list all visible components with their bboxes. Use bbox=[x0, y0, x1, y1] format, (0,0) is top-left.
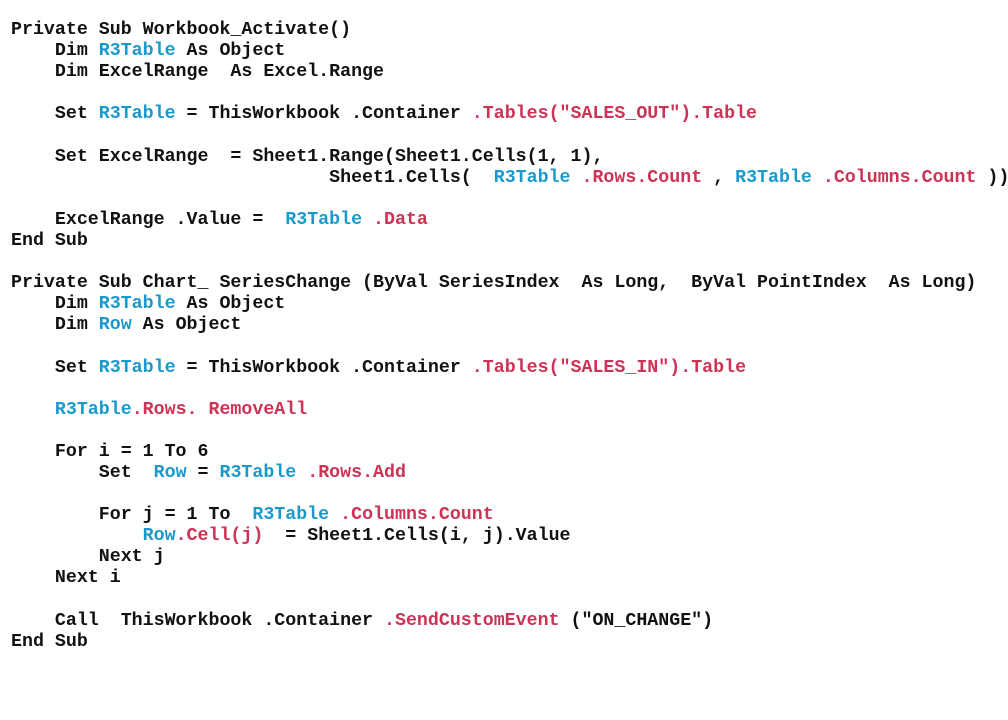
code-text: Call ThisWorkbook .Container bbox=[11, 610, 384, 631]
code-line: Set ExcelRange = Sheet1.Range(Sheet1.Cel… bbox=[11, 147, 1008, 168]
code-text: End Sub bbox=[11, 631, 88, 652]
code-line: Set R3Table = ThisWorkbook .Container .T… bbox=[11, 104, 1008, 125]
blank-line bbox=[11, 484, 1008, 505]
code-identifier: R3Table bbox=[252, 505, 330, 526]
code-line: Row.Cell(j) = Sheet1.Cells(i, j).Value bbox=[11, 526, 1008, 547]
code-line: ExcelRange .Value = R3Table .Data bbox=[11, 210, 1008, 231]
code-text: Set bbox=[11, 104, 99, 125]
code-line: R3Table.Rows. RemoveAll bbox=[11, 400, 1008, 421]
code-line: Set Row = R3Table .Rows.Add bbox=[11, 463, 1008, 484]
code-line: Dim R3Table As Object bbox=[11, 41, 1008, 62]
code-line: Call ThisWorkbook .Container .SendCustom… bbox=[11, 611, 1008, 632]
code-text: = ThisWorkbook .Container bbox=[175, 104, 472, 125]
code-identifier: R3Table bbox=[735, 167, 812, 188]
code-line: Sheet1.Cells( R3Table .Rows.Count , R3Ta… bbox=[11, 168, 1008, 189]
code-identifier: R3Table bbox=[98, 41, 176, 62]
code-member: .Tables("SALES_IN").Table bbox=[471, 357, 747, 378]
code-text bbox=[11, 526, 143, 546]
code-text: Set ExcelRange = Sheet1.Range(Sheet1.Cel… bbox=[11, 146, 604, 167]
code-line: For j = 1 To R3Table .Columns.Count bbox=[11, 505, 1008, 526]
code-line: Next i bbox=[11, 568, 1008, 589]
code-text: = Sheet1.Cells(i, j).Value bbox=[263, 526, 571, 547]
code-identifier: Row bbox=[98, 315, 132, 336]
code-member: .Cell(j) bbox=[175, 526, 264, 547]
code-line: End Sub bbox=[11, 632, 1008, 653]
code-identifier: Row bbox=[153, 462, 187, 483]
code-text: As Object bbox=[175, 294, 286, 315]
code-text: Set bbox=[11, 357, 99, 378]
code-line: Next j bbox=[11, 547, 1008, 568]
code-member: .Rows. RemoveAll bbox=[131, 399, 308, 420]
code-text: For i = 1 To 6 bbox=[11, 441, 209, 462]
blank-line bbox=[11, 379, 1008, 400]
code-text: ExcelRange .Value = bbox=[11, 209, 286, 230]
code-line: Private Sub Workbook_Activate() bbox=[11, 20, 1008, 41]
blank-line bbox=[11, 83, 1008, 104]
code-line: Set R3Table = ThisWorkbook .Container .T… bbox=[11, 358, 1008, 379]
vba-code-listing: Private Sub Workbook_Activate() Dim R3Ta… bbox=[11, 20, 1008, 653]
code-identifier: Row bbox=[142, 526, 176, 547]
blank-line bbox=[11, 421, 1008, 442]
blank-line bbox=[11, 590, 1008, 611]
blank-line bbox=[11, 336, 1008, 357]
code-text: , bbox=[702, 167, 736, 188]
code-text: Private Sub Workbook_Activate() bbox=[11, 20, 352, 40]
code-text: = ThisWorkbook .Container bbox=[175, 357, 472, 378]
code-line: End Sub bbox=[11, 231, 1008, 252]
code-text bbox=[11, 400, 55, 420]
code-member: .Columns.Count bbox=[329, 505, 494, 526]
code-text: Dim ExcelRange As Excel.Range bbox=[11, 62, 384, 83]
code-text: Dim bbox=[11, 41, 99, 62]
code-line: Dim Row As Object bbox=[11, 315, 1008, 336]
code-member: .Rows.Add bbox=[296, 462, 406, 483]
code-text: )) bbox=[976, 167, 1008, 188]
code-text: ("ON_CHANGE") bbox=[559, 610, 714, 631]
code-member: .Tables("SALES_OUT").Table bbox=[471, 104, 758, 125]
code-member: .SendCustomEvent bbox=[384, 610, 560, 631]
code-text: For j = 1 To bbox=[11, 505, 253, 526]
code-identifier: R3Table bbox=[285, 209, 363, 230]
blank-line bbox=[11, 189, 1008, 210]
code-text: Private Sub Chart_ SeriesChange (ByVal S… bbox=[11, 273, 977, 294]
code-line: Dim R3Table As Object bbox=[11, 294, 1008, 315]
code-line: Dim ExcelRange As Excel.Range bbox=[11, 62, 1008, 83]
code-identifier: R3Table bbox=[98, 294, 176, 315]
code-text: As Object bbox=[131, 315, 242, 336]
code-text: Dim bbox=[11, 294, 99, 315]
code-member: .Data bbox=[362, 209, 428, 230]
code-identifier: R3Table bbox=[98, 357, 176, 378]
code-text: Next i bbox=[11, 568, 121, 589]
code-text: = bbox=[186, 462, 220, 483]
code-identifier: R3Table bbox=[493, 167, 571, 188]
code-text: Dim bbox=[11, 315, 99, 336]
code-identifier: R3Table bbox=[98, 104, 176, 125]
code-identifier: R3Table bbox=[54, 399, 132, 420]
code-member: .Rows.Count bbox=[570, 167, 703, 188]
code-text: Sheet1.Cells( bbox=[11, 167, 494, 188]
code-text: Next j bbox=[11, 547, 165, 568]
code-line: Private Sub Chart_ SeriesChange (ByVal S… bbox=[11, 273, 1008, 294]
code-identifier: R3Table bbox=[219, 462, 297, 483]
blank-line bbox=[11, 125, 1008, 146]
code-text: As Object bbox=[175, 41, 286, 62]
code-text: End Sub bbox=[11, 230, 88, 251]
code-member: .Columns.Count bbox=[811, 167, 977, 188]
code-text: Set bbox=[11, 462, 154, 483]
code-line: For i = 1 To 6 bbox=[11, 442, 1008, 463]
blank-line bbox=[11, 252, 1008, 273]
